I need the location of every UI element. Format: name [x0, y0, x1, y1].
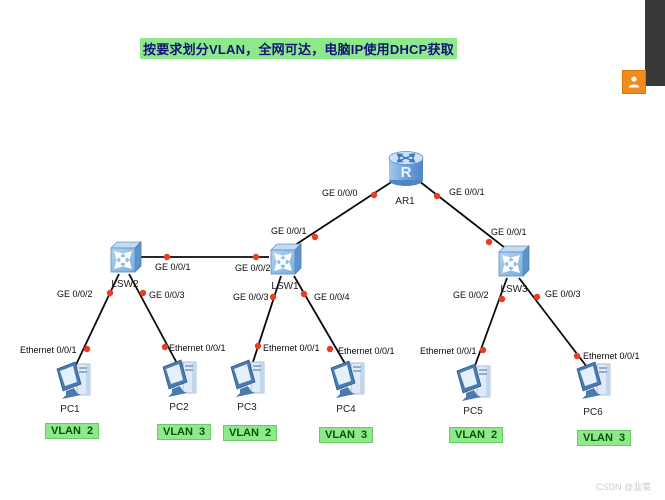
device-switch-lsw2[interactable] — [107, 240, 143, 281]
pc-icon — [230, 359, 265, 397]
link-lsw1-pc3[interactable] — [250, 275, 282, 369]
label-lsw1: LSW1 — [271, 281, 299, 292]
link-lsw3-pc5[interactable] — [472, 277, 508, 372]
port-pc6-eth: Ethernet 0/0/1 — [583, 351, 640, 361]
port-ar1-ge001: GE 0/0/1 — [449, 187, 485, 197]
port-lsw1-ge001: GE 0/0/1 — [271, 226, 307, 236]
label-pc5: PC5 — [463, 406, 483, 417]
port-lsw3-ge002: GE 0/0/2 — [453, 290, 489, 300]
port-lsw2-ge003: GE 0/0/3 — [149, 290, 185, 300]
port-lsw1-ge004: GE 0/0/4 — [314, 292, 350, 302]
port-lsw2-ge001: GE 0/0/1 — [155, 262, 191, 272]
port-pc4-eth: Ethernet 0/0/1 — [338, 346, 395, 356]
device-pc4[interactable] — [324, 356, 368, 407]
port-pc5-eth: Ethernet 0/0/1 — [420, 346, 477, 356]
person-icon — [628, 76, 640, 88]
label-pc2: PC2 — [169, 402, 189, 413]
device-pc3[interactable] — [224, 355, 268, 406]
port-pc3-eth: Ethernet 0/0/1 — [263, 343, 320, 353]
device-switch-lsw3[interactable] — [495, 244, 531, 285]
device-switch-lsw1[interactable] — [267, 242, 303, 283]
link-lsw3-pc6[interactable] — [518, 277, 588, 368]
port-lsw1-ge002: GE 0/0/2 — [235, 263, 271, 273]
vlan-tag-pc1: VLAN 2 — [45, 423, 100, 439]
svg-text:R: R — [401, 164, 412, 181]
switch-icon — [498, 245, 530, 277]
device-pc2[interactable] — [156, 355, 200, 406]
port-pc2-eth: Ethernet 0/0/1 — [169, 343, 226, 353]
vlan-tag-pc4: VLAN 3 — [319, 427, 374, 443]
vlan-tag-pc3: VLAN 2 — [223, 425, 278, 441]
vlan-tag-pc5: VLAN 2 — [449, 427, 504, 443]
link-ar1-lsw3[interactable] — [418, 180, 510, 252]
side-panel-fragment — [645, 0, 665, 86]
pc-icon — [576, 361, 611, 399]
label-pc6: PC6 — [583, 407, 603, 418]
label-ar1: AR1 — [395, 196, 415, 207]
label-pc1: PC1 — [60, 404, 80, 415]
vlan-tag-pc6: VLAN 3 — [577, 430, 632, 446]
link-lsw2-pc2[interactable] — [128, 273, 180, 368]
vlan-tag-pc2: VLAN 3 — [157, 424, 212, 440]
switch-icon — [110, 241, 142, 273]
pc-icon — [330, 360, 365, 398]
port-lsw3-ge003: GE 0/0/3 — [545, 289, 581, 299]
label-pc3: PC3 — [237, 402, 257, 413]
label-lsw3: LSW3 — [500, 284, 528, 295]
port-lsw3-ge001: GE 0/0/1 — [491, 227, 527, 237]
label-lsw2: LSW2 — [111, 279, 139, 290]
router-icon: R — [388, 151, 424, 186]
title-annotation: 按要求划分VLAN，全网可达，电脑IP使用DHCP获取 — [140, 38, 457, 59]
port-ar1-ge000: GE 0/0/0 — [322, 188, 358, 198]
label-pc4: PC4 — [336, 404, 356, 415]
switch-icon — [270, 243, 302, 275]
device-pc5[interactable] — [450, 359, 494, 410]
device-router-ar1[interactable]: R — [386, 148, 426, 195]
watermark: CSDN @韭菜 — [596, 482, 652, 492]
device-pc1[interactable] — [50, 357, 94, 408]
user-login-button[interactable] — [622, 70, 646, 94]
link-endpoint-dots — [83, 191, 581, 360]
port-pc1-eth: Ethernet 0/0/1 — [20, 345, 77, 355]
device-pc6[interactable] — [570, 357, 614, 408]
pc-icon — [456, 363, 491, 401]
pc-icon — [162, 359, 197, 397]
pc-icon — [56, 361, 91, 399]
port-lsw2-ge002: GE 0/0/2 — [57, 289, 93, 299]
port-lsw1-ge003: GE 0/0/3 — [233, 292, 269, 302]
